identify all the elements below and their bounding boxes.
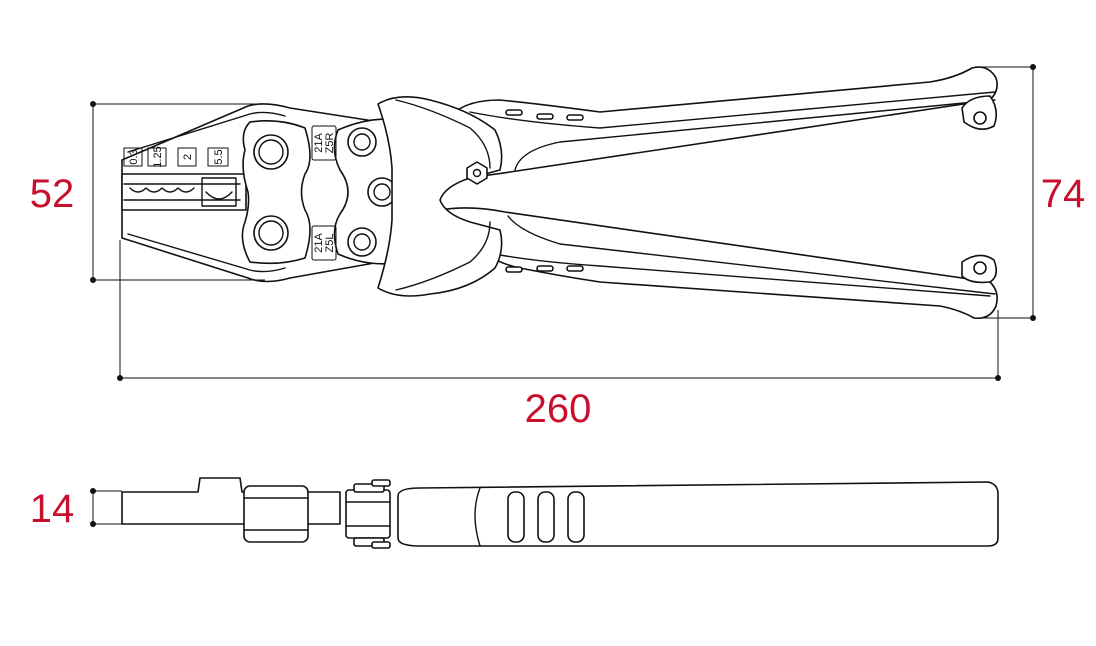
link-plate-rivets [253,134,289,251]
dim-length: 260 [525,387,592,431]
die-size-labels: 0.3 1.25 2 5.5 [123,146,229,168]
lower-handle-inner-line [499,254,991,297]
side-handle-grip-outline [474,487,481,547]
upper-handle-ridge [514,99,996,171]
side-handle [397,481,999,547]
lower-handle-grip-slots [505,265,584,273]
jaw-bevel-lower [127,233,286,273]
die-label-4: 5.5 [213,149,225,164]
upper-handle-eyelet [961,95,998,130]
lower-handle-eyelet [961,254,998,284]
side-grip-slots [507,491,585,543]
side-rivet-block [243,485,309,543]
side-view [121,477,999,549]
svg-text:21A: 21A [313,233,325,253]
pin-label-lower: 21A Z5L [311,225,337,261]
jaw-bevel-upper [127,111,286,153]
svg-text:21A: 21A [313,133,325,153]
center-housing [377,96,503,297]
lower-handle [439,207,998,320]
die-label-1: 0.3 [128,149,140,164]
adjuster-nut [466,161,488,185]
svg-text:Z5L: Z5L [324,234,336,253]
dim-handle-span: 74 [1041,172,1086,216]
pin-label-upper: 21A Z5R [311,125,337,161]
svg-text:Z5R: Z5R [324,133,336,154]
dimension-lines [90,64,1036,527]
die-strip [121,173,247,211]
upper-handle-inner-line [469,91,996,129]
dimension-labels: 52 74 260 14 [30,172,1086,531]
center-housing-edge-lower [395,221,491,291]
dim-height: 52 [30,172,75,216]
upper-handle [439,66,998,181]
top-view: 0.3 1.25 2 5.5 21A [121,66,998,320]
die-label-3: 2 [182,154,194,160]
lower-handle-ridge [507,215,996,295]
side-pivot-assembly [345,479,391,549]
die-label-2: 1.25 [152,146,164,167]
pivot-rivets [347,127,397,257]
upper-handle-grip-slots [505,109,584,121]
center-housing-edge-upper [395,99,491,169]
dim-thickness: 14 [30,487,75,531]
